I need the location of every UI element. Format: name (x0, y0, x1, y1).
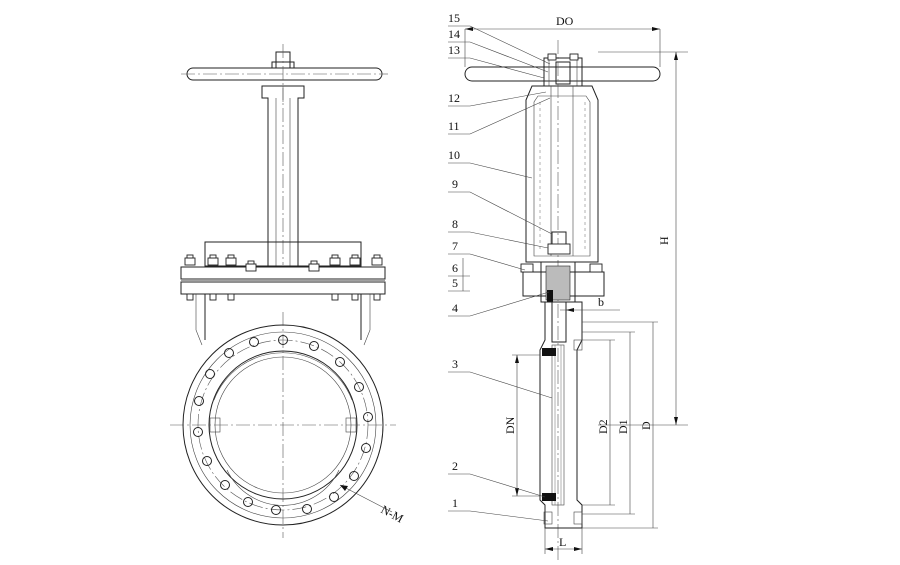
dim-dn-label: DN (503, 416, 517, 434)
front-body-flange (170, 312, 396, 538)
callout-3: 3 (452, 357, 458, 371)
callout-14: 14 (448, 27, 460, 41)
callout-4: 4 (452, 301, 458, 315)
front-view: N-M (170, 44, 406, 538)
side-view: 15 14 13 12 11 10 9 8 7 6 5 4 3 2 1 DO H… (448, 11, 688, 560)
callout-numbers: 15 14 13 12 11 10 9 8 7 6 5 4 3 2 1 (448, 11, 460, 510)
front-bonnet (204, 241, 362, 267)
callout-15: 15 (448, 11, 460, 25)
callout-leaders (448, 25, 553, 522)
front-handwheel (181, 44, 388, 104)
callout-13: 13 (448, 43, 460, 57)
callout-6: 6 (452, 261, 458, 275)
dim-d0-label: DO (556, 14, 574, 28)
dim-d1-label: D1 (616, 419, 630, 434)
callout-10: 10 (448, 148, 460, 162)
front-yoke (261, 85, 305, 267)
callout-11: 11 (448, 119, 460, 133)
dim-d2-label: D2 (596, 419, 610, 434)
dim-b-label: b (598, 295, 604, 309)
callout-8: 8 (452, 217, 458, 231)
callout-12: 12 (448, 91, 460, 105)
callout-1: 1 (452, 496, 458, 510)
side-bonnet-flange (520, 261, 605, 303)
callout-7: 7 (452, 239, 458, 253)
dim-h-label: H (657, 236, 671, 245)
dim-l-label: L (559, 535, 566, 549)
callout-2: 2 (452, 459, 458, 473)
front-body-neck (195, 294, 371, 346)
side-dimension-lines (464, 27, 688, 554)
callout-5: 5 (452, 276, 458, 290)
dimension-labels: DO H b DN D2 D1 D L (503, 14, 671, 549)
callout-9: 9 (452, 177, 458, 191)
side-body (539, 301, 583, 529)
side-handwheel (464, 53, 661, 87)
dim-d-label: D (639, 421, 653, 430)
nm-leader (339, 484, 393, 513)
front-bolt-holes (193, 335, 373, 515)
front-flange-bolts (184, 254, 383, 301)
front-bonnet-flange (180, 266, 386, 295)
dim-nm-label: N-M (379, 502, 406, 525)
